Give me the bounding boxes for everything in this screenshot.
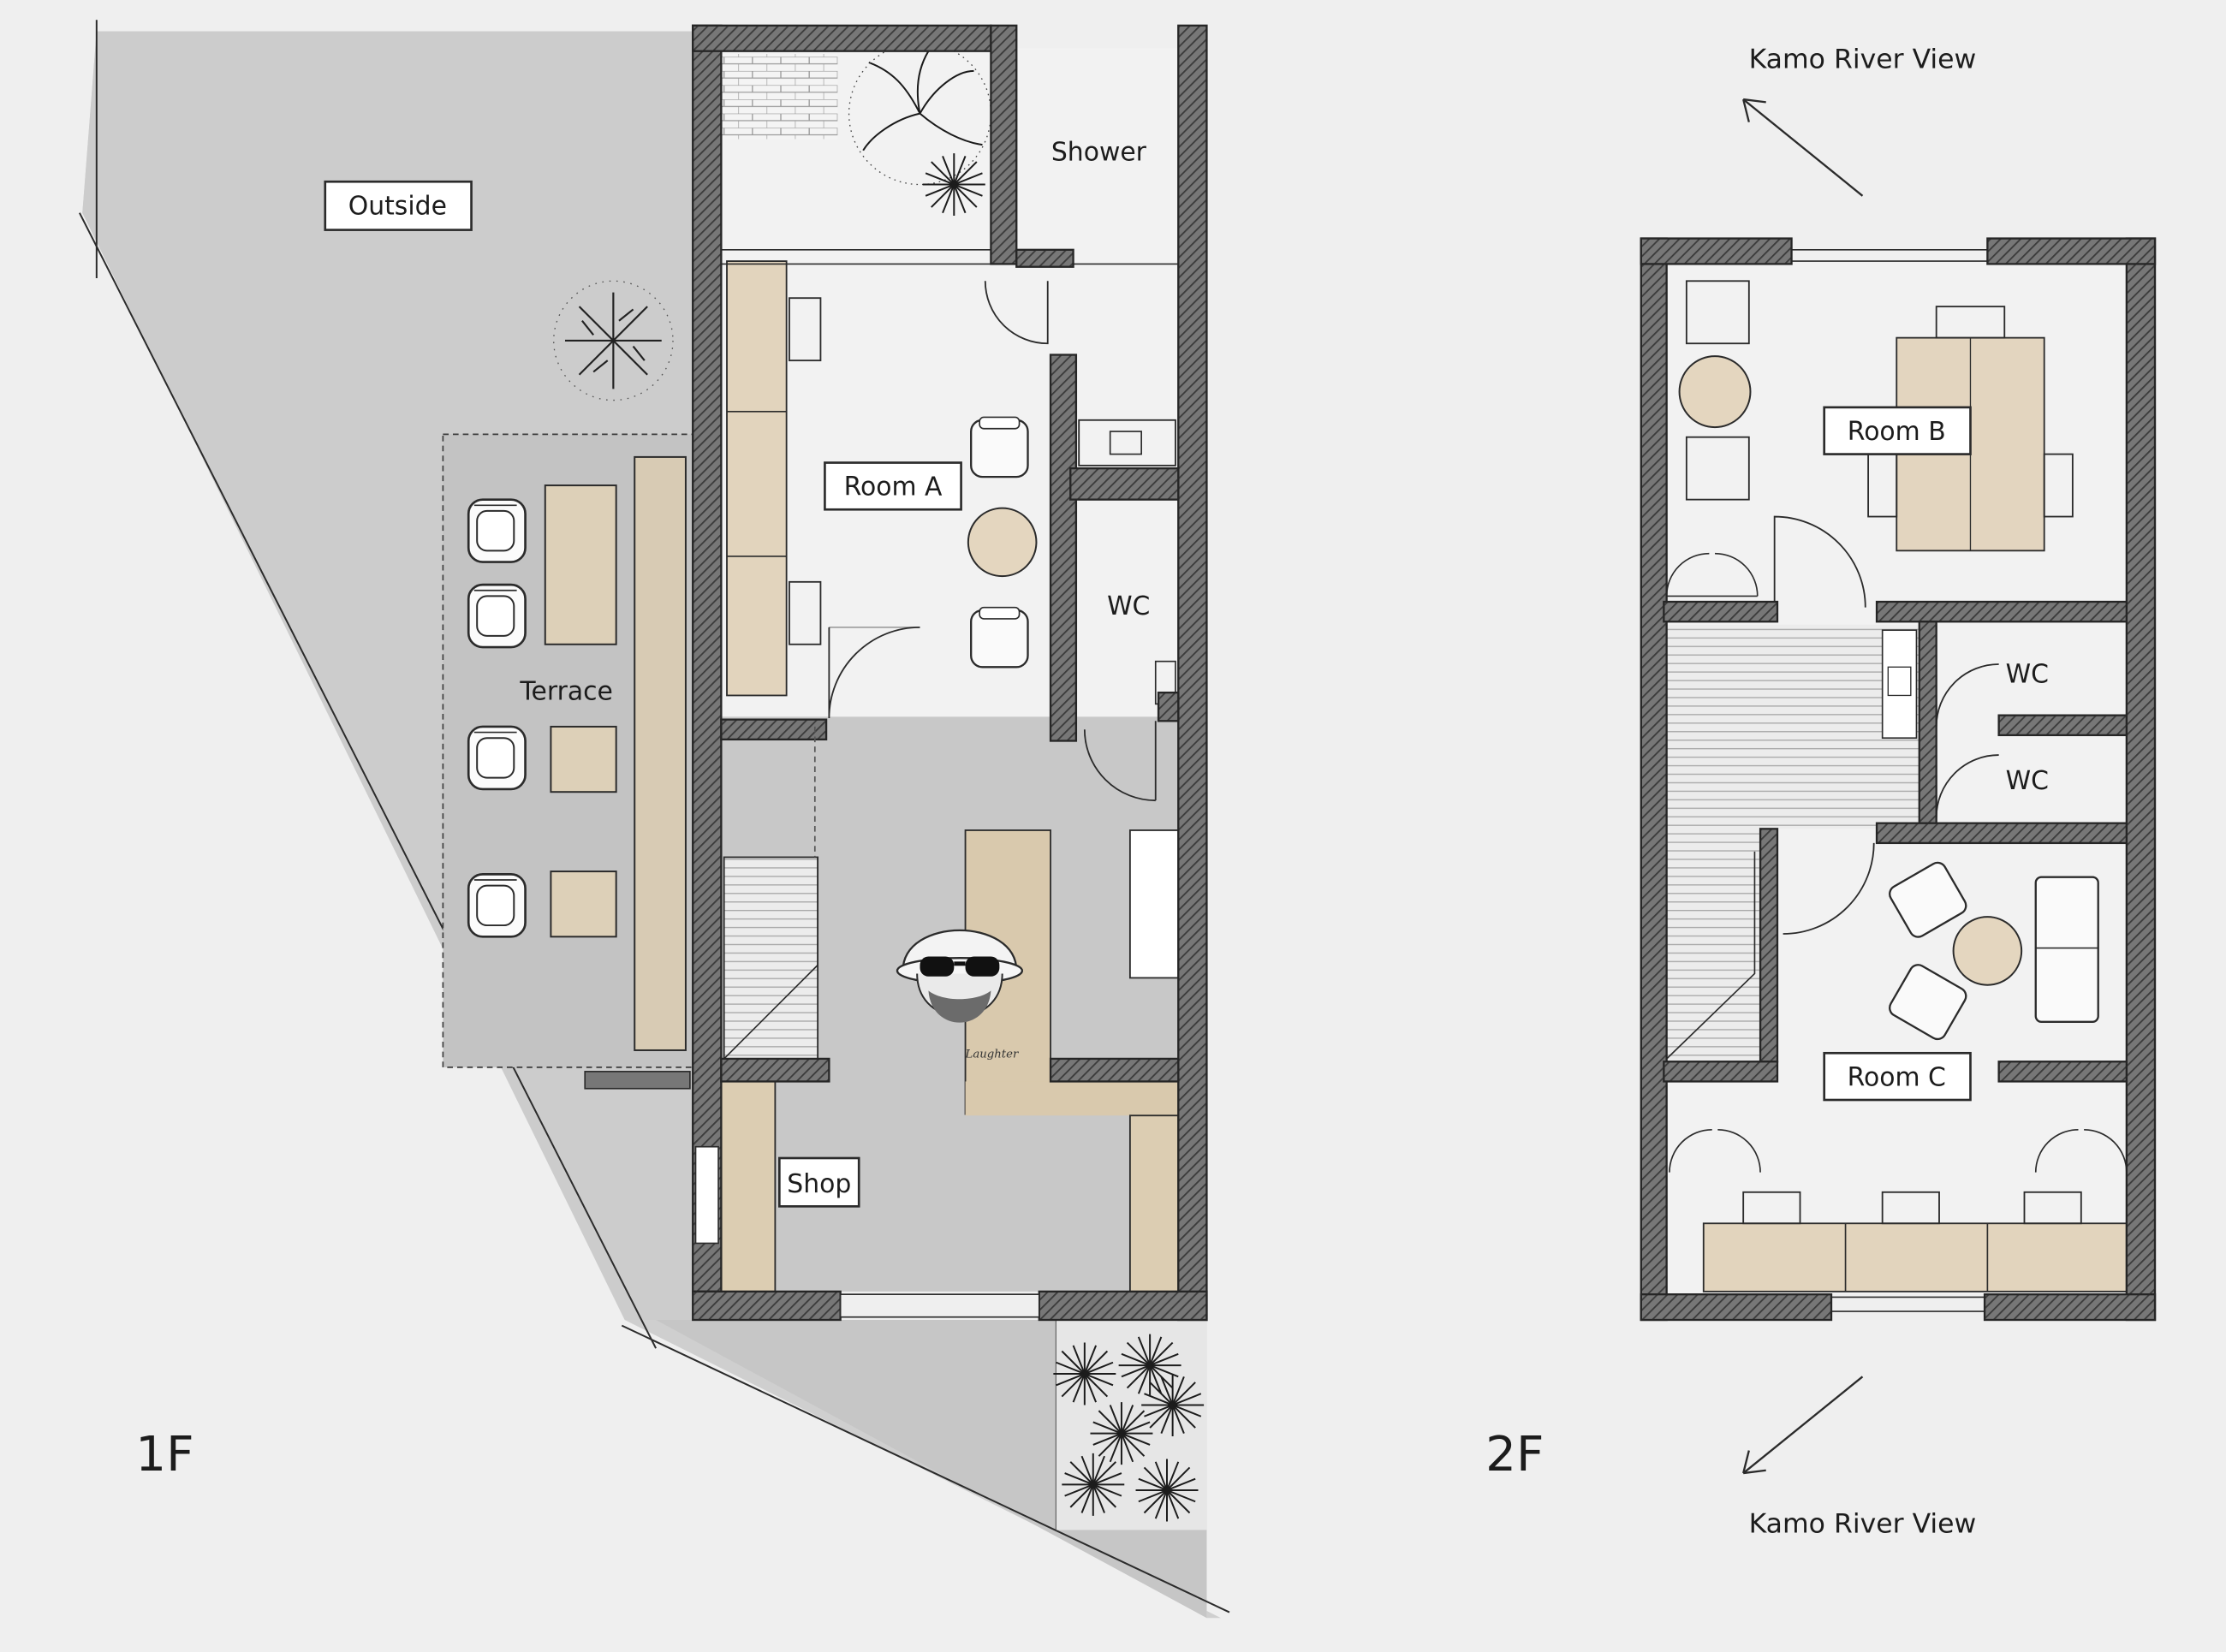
tree-icon (553, 280, 674, 401)
wc-label-1f: WC (1107, 591, 1150, 621)
room-b-label: Room B (1823, 406, 1972, 455)
kamo-river-view-bottom: Kamo River View (1749, 1509, 1977, 1540)
wc-upper-label-2f: WC (2006, 660, 2049, 690)
svg-text:Room B: Room B (1848, 417, 1946, 447)
terrace-label: Terrace (519, 676, 613, 706)
room-c-label: Room C (1823, 1051, 1972, 1102)
svg-text:Room C: Room C (1848, 1062, 1946, 1092)
shop-label: Shop (778, 1156, 860, 1208)
logo-caption: Laughter (965, 1048, 1019, 1061)
floor-label-1f: 1F (135, 1427, 193, 1483)
svg-text:Outside: Outside (348, 191, 447, 221)
north-view-arrow-icon (1742, 98, 1864, 197)
outside-label: Outside (324, 180, 473, 231)
shower-label: Shower (1051, 137, 1147, 167)
building-2f (1640, 237, 2157, 1322)
kamo-river-view-top: Kamo River View (1749, 45, 1977, 75)
svg-text:Room A: Room A (844, 472, 943, 502)
building-1f (692, 24, 1208, 1523)
laughter-logo-icon (896, 929, 1024, 1023)
south-view-arrow-icon (1742, 1376, 1864, 1475)
svg-text:Shop: Shop (787, 1169, 851, 1199)
room-a-label: Room A (824, 461, 962, 511)
floor-label-2f: 2F (1485, 1427, 1544, 1483)
terrace-area (442, 433, 694, 1090)
wc-lower-label-2f: WC (2006, 766, 2049, 796)
